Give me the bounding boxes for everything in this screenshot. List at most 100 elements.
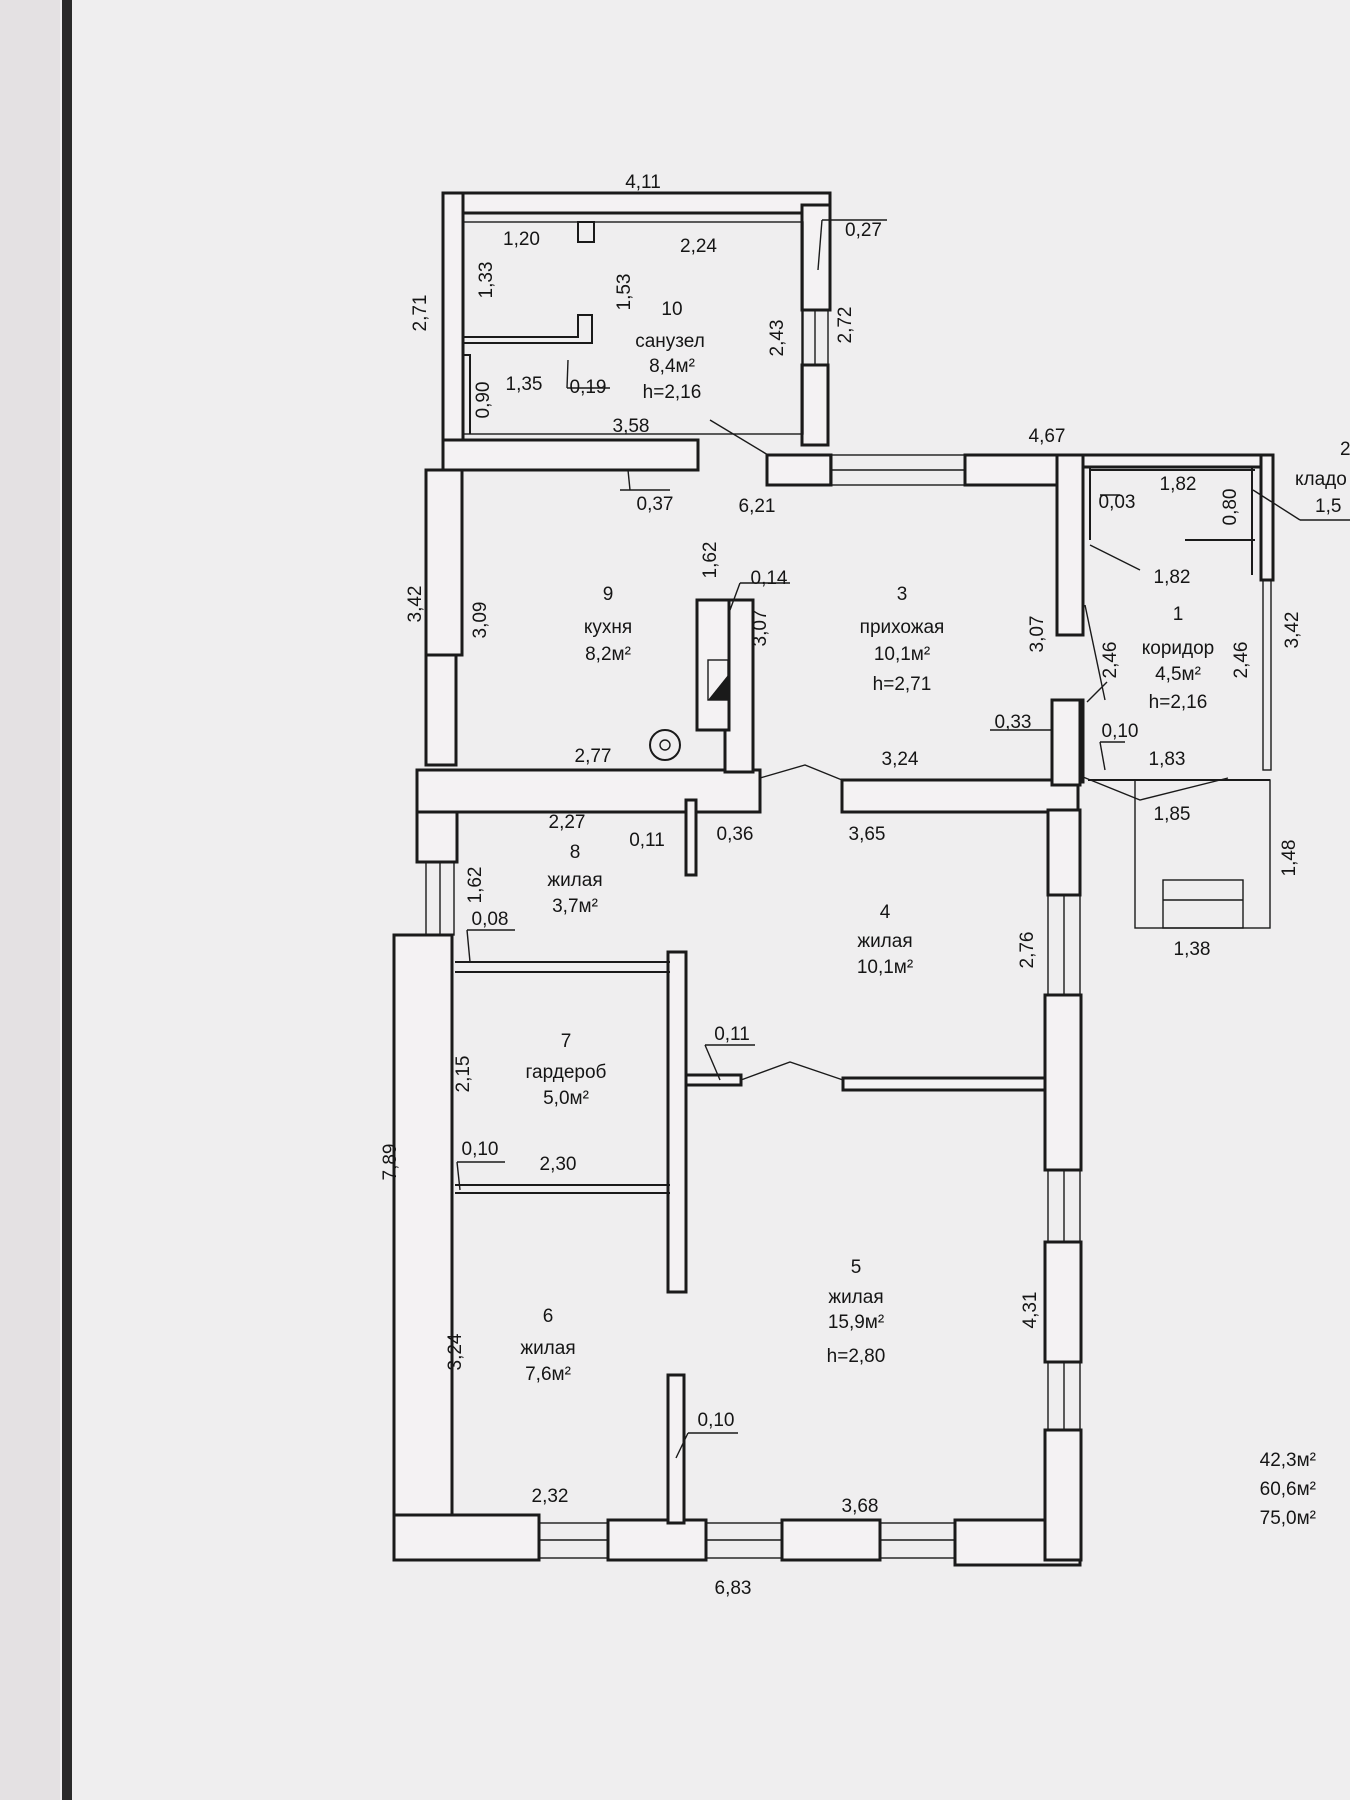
dimension-label: 0,14: [751, 568, 788, 589]
room-name: кухня: [584, 617, 632, 638]
dimension-label: 0,36: [717, 824, 754, 845]
dimension-label: 1,62: [465, 867, 486, 904]
dimension-label: 0,10: [1102, 721, 1139, 742]
room-number: 6: [543, 1306, 554, 1327]
room-name: жилая: [828, 1287, 883, 1308]
room-height: h=2,16: [643, 382, 702, 403]
room-number: 10: [661, 299, 682, 320]
room-height: h=2,80: [827, 1346, 886, 1367]
room-height: h=2,71: [873, 674, 932, 695]
wall-right-seg3: [1043, 1428, 1083, 1562]
room-area: 1,5: [1315, 496, 1341, 517]
room-number: 9: [603, 584, 614, 605]
wall-top-bath: [441, 191, 832, 215]
dimension-label: 3,65: [849, 824, 886, 845]
room-6: 6 жилая 7,6м²: [520, 1306, 575, 1385]
room-name: прихожая: [860, 617, 945, 638]
room-name: гардероб: [526, 1062, 607, 1083]
dimension-label: 0,80: [1220, 489, 1241, 526]
wall-kitchen-left-upper: [424, 468, 464, 657]
room-area: 8,4м²: [649, 356, 695, 377]
dimension-label: 0,33: [995, 712, 1032, 733]
total-area-line: 60,6м²: [1260, 1479, 1316, 1500]
room-7: 7 гардероб 5,0м²: [526, 1031, 607, 1109]
room-9: 9 кухня 8,2м²: [584, 584, 632, 665]
room-name: кладо: [1295, 469, 1347, 490]
dimension-label: 3,42: [1282, 612, 1303, 649]
dimension-label: 6,21: [739, 496, 776, 517]
dimension-label: 2,46: [1231, 642, 1252, 679]
total-area-line: 75,0м²: [1260, 1508, 1316, 1529]
partition-r4-r5-right: [841, 1076, 1047, 1092]
dimension-label: 0,03: [1099, 492, 1136, 513]
wall-bottom-mid2: [780, 1518, 882, 1562]
dimension-label: 2,30: [540, 1154, 577, 1175]
dimension-label: 1,48: [1279, 840, 1300, 877]
dimension-label: 3,58: [613, 416, 650, 437]
room-number: 1: [1173, 604, 1184, 625]
dimension-label: 0,90: [473, 382, 494, 419]
dimension-label: 2,76: [1017, 932, 1038, 969]
wall-middle-right: [840, 778, 1080, 814]
dimension-label: 7,89: [380, 1144, 401, 1181]
dimension-label: 1,85: [1154, 804, 1191, 825]
partition-r4-r5-left: [684, 1073, 743, 1087]
wall-kitchen-left-lower: [424, 653, 458, 767]
partition-r8-stub: [684, 798, 698, 877]
dimension-label: 1,82: [1154, 567, 1191, 588]
wall-right-bath-lower: [800, 363, 830, 447]
dimension-label: 2,46: [1100, 642, 1121, 679]
room-2: 2 кладо 1,5: [1295, 439, 1350, 517]
wall-left-top-segment: [415, 810, 459, 864]
dimension-label: 2,32: [532, 1486, 569, 1507]
room-number: 4: [880, 902, 891, 923]
dimension-label: 1,35: [506, 374, 543, 395]
wall-bath-hall-stub: [765, 453, 833, 487]
room-area: 7,6м²: [525, 1364, 571, 1385]
corridor-pillar: [1050, 698, 1082, 787]
dimension-label: 0,37: [637, 494, 674, 515]
wall-right-bath-upper: [800, 203, 832, 312]
dimension-label: 1,38: [1174, 939, 1211, 960]
dimension-label: 3,24: [445, 1333, 466, 1370]
dimension-label: 2,27: [549, 812, 586, 833]
dimension-label: 0,19: [570, 377, 607, 398]
dimension-label: 3,07: [750, 610, 771, 647]
dimension-label: 2,43: [767, 320, 788, 357]
dimension-label: 1,20: [503, 229, 540, 250]
room-area: 5,0м²: [543, 1088, 589, 1109]
room-number: 3: [897, 584, 908, 605]
bath-inner-outline: [462, 221, 804, 435]
windows: [425, 309, 1272, 1559]
stairs-icon: [1162, 879, 1244, 929]
dimension-label: 0,11: [714, 1024, 750, 1045]
dimension-label: 1,83: [1149, 749, 1186, 770]
room-area: 15,9м²: [828, 1312, 884, 1333]
room-8: 8 жилая 3,7м²: [547, 842, 602, 917]
room-3: 3 прихожая 10,1м² h=2,71: [860, 584, 945, 695]
dimension-label: 1,53: [614, 274, 635, 311]
dimension-label: 0,10: [698, 1410, 735, 1431]
partition-closet-right: [666, 950, 688, 1294]
wall-middle-left: [415, 768, 762, 814]
room-4: 4 жилая 10,1м²: [857, 902, 913, 978]
room-area: 10,1м²: [857, 957, 913, 978]
wall-right-seg2: [1043, 1240, 1083, 1364]
partition-r6-r5: [666, 1373, 686, 1525]
dimension-label: 0,27: [845, 220, 882, 241]
dimension-label: 1,82: [1160, 474, 1197, 495]
dimension-label: 3,42: [405, 586, 426, 623]
dimension-label: 6,83: [715, 1578, 752, 1599]
wall-hall-right: [1055, 453, 1085, 637]
wall-left-bath: [441, 191, 465, 442]
dimension-label: 3,07: [1027, 616, 1048, 653]
wall-corridor-top: [1081, 453, 1275, 469]
room-area: 10,1м²: [874, 644, 930, 665]
dimension-label: 1,62: [700, 542, 721, 579]
room-name: жилая: [547, 870, 602, 891]
room-name: жилая: [520, 1338, 575, 1359]
room-height: h=2,16: [1149, 692, 1208, 713]
dimension-label: 1,33: [476, 262, 497, 299]
room-1: 1 коридор 4,5м² h=2,16: [1142, 604, 1215, 713]
paper-border-line: [62, 0, 72, 1800]
